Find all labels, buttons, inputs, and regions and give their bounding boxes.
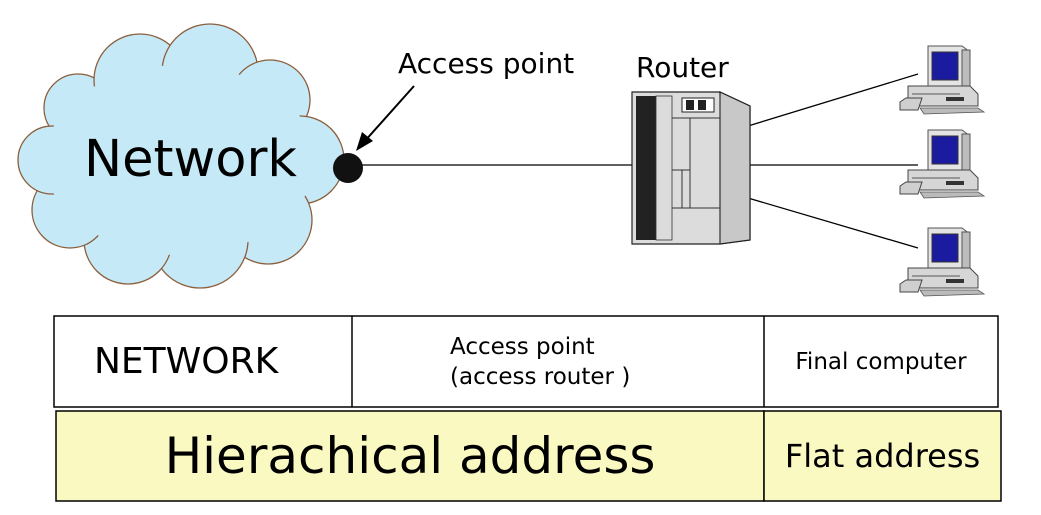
hierarchical-address-cell: Hierachical address: [164, 427, 656, 485]
access-point-label: Access point: [398, 47, 575, 80]
link-line-pc3: [747, 197, 919, 249]
access-point-cell-line1: Access point: [450, 333, 595, 360]
access-point-dot: [333, 153, 363, 183]
table-cell-access-point: Access point (access router ): [352, 316, 764, 407]
router-icon: [631, 91, 751, 245]
link-line-pc1: [747, 73, 919, 127]
access-point-cell-line2: (access router ): [450, 363, 631, 390]
table-cell-final-computer: Final computer: [795, 348, 967, 375]
network-label: Network: [84, 130, 297, 189]
table-cell-network: NETWORK: [94, 341, 279, 382]
table-row2-boxes: [55, 410, 1002, 502]
router-label: Router: [636, 51, 729, 84]
table-row1-borders: [53, 315, 999, 408]
access-point-arrow: [356, 85, 415, 151]
flat-address-cell: Flat address: [784, 437, 981, 475]
network-cloud: [17, 23, 345, 289]
